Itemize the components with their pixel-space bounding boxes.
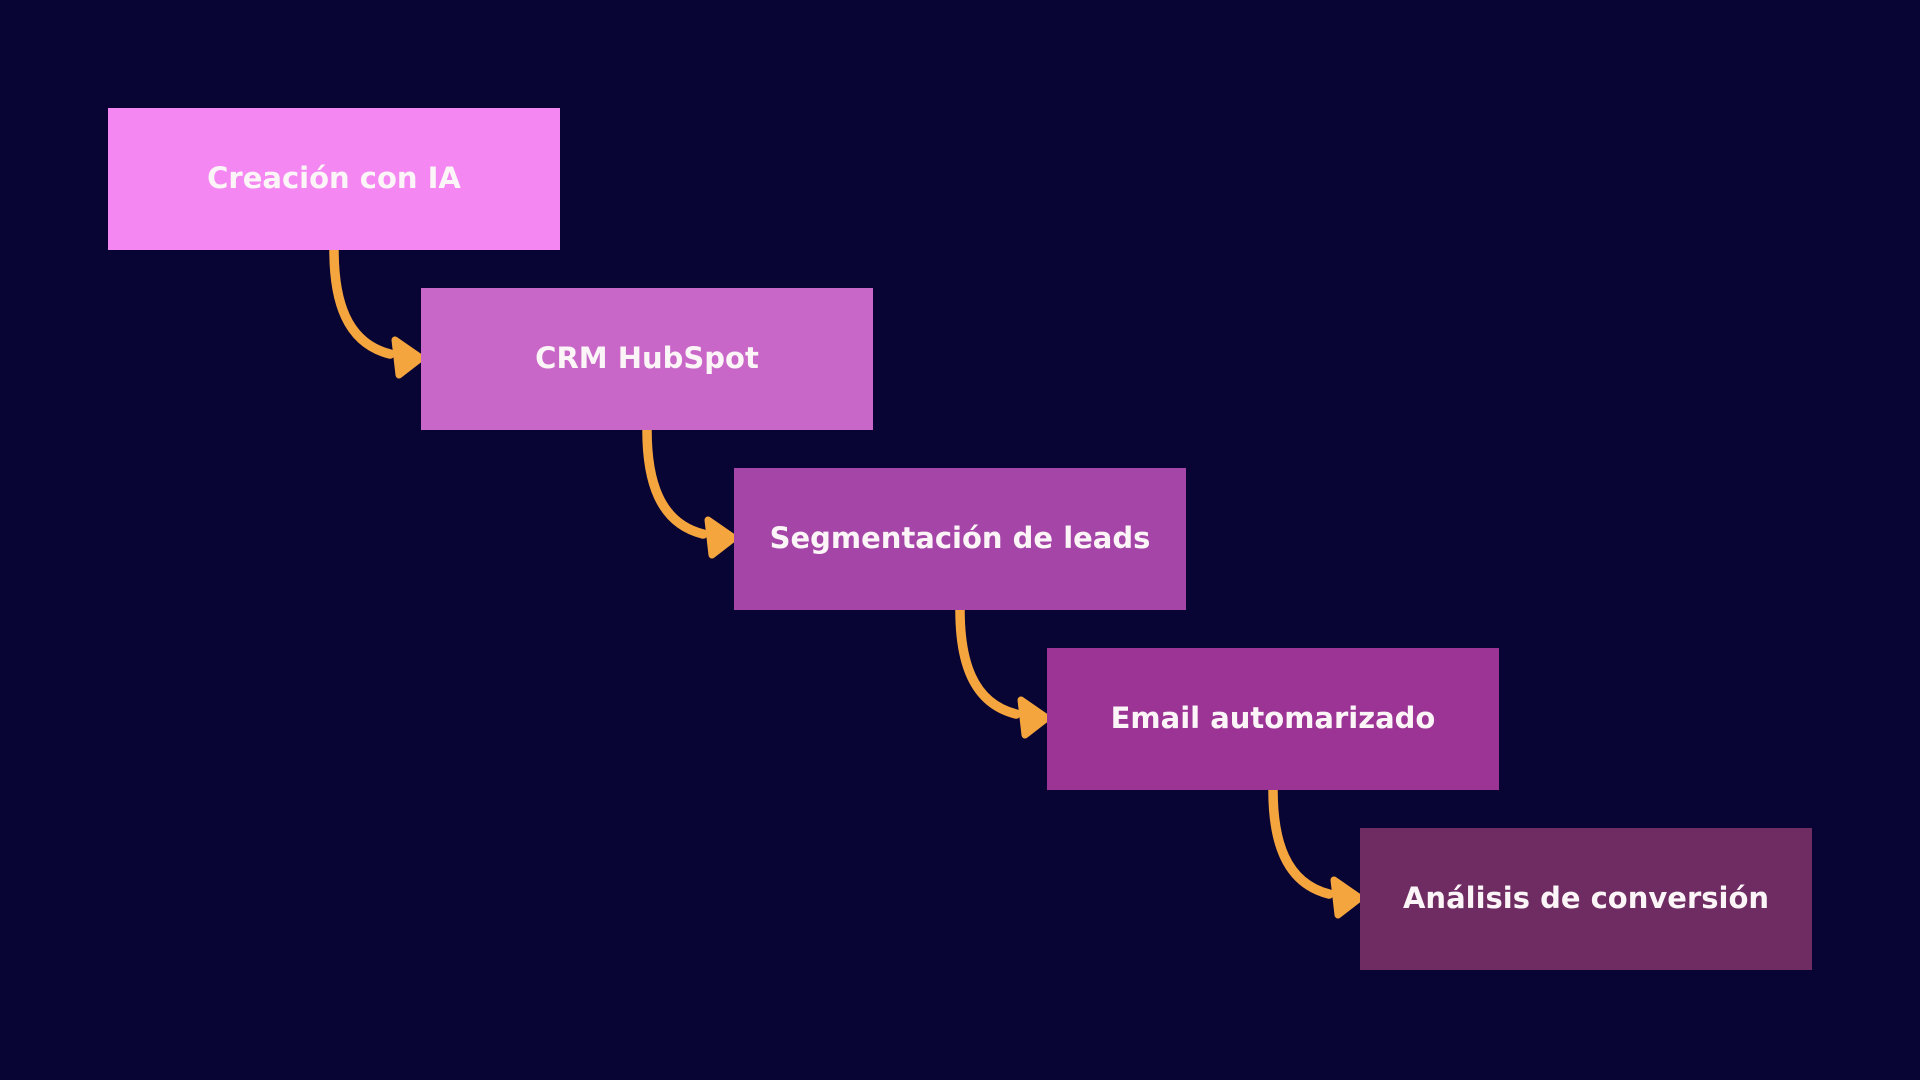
flow-arrow-4 xyxy=(1268,785,1364,919)
flow-node-email-automarizado: Email automarizado xyxy=(1047,648,1499,790)
arrow-head-icon xyxy=(704,516,738,559)
arrow-head-icon xyxy=(1330,876,1364,919)
arrow-head-icon xyxy=(1017,696,1051,739)
flow-node-label: Creación con IA xyxy=(207,161,461,196)
flow-node-label: CRM HubSpot xyxy=(535,341,759,376)
flow-arrow-3 xyxy=(955,605,1051,739)
flow-node-creacion-con-ia: Creación con IA xyxy=(108,108,560,250)
flow-node-label: Segmentación de leads xyxy=(769,521,1151,556)
arrow-curve xyxy=(955,605,1021,719)
flow-node-analisis-de-conversion: Análisis de conversión xyxy=(1360,828,1812,970)
arrow-curve xyxy=(329,245,395,359)
flow-node-label: Email automarizado xyxy=(1110,701,1436,736)
arrow-head-icon xyxy=(391,336,425,379)
flow-node-label: Análisis de conversión xyxy=(1402,881,1770,916)
flow-arrow-1 xyxy=(329,245,425,379)
arrow-curve xyxy=(642,425,708,539)
flow-arrow-2 xyxy=(642,425,738,559)
flow-node-crm-hubspot: CRM HubSpot xyxy=(421,288,873,430)
flow-node-segmentacion-de-leads: Segmentación de leads xyxy=(734,468,1186,610)
arrow-curve xyxy=(1268,785,1334,899)
